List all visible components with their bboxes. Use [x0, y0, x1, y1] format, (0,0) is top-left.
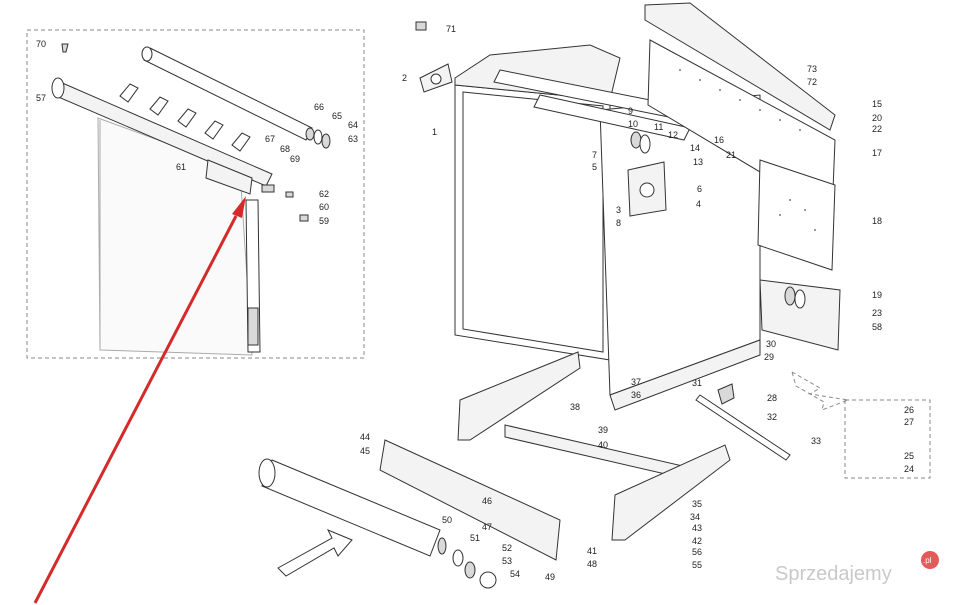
- callout-label-73: 73: [807, 64, 817, 74]
- callout-label-11: 11: [654, 122, 663, 132]
- callout-label-27: 27: [904, 417, 914, 427]
- callout-label-51: 51: [470, 533, 480, 543]
- callout-label-40: 40: [598, 440, 608, 450]
- callout-label-23: 23: [872, 308, 882, 318]
- callout-label-44: 44: [360, 432, 370, 442]
- callout-label-8: 8: [616, 218, 621, 228]
- callout-label-47: 47: [482, 522, 492, 532]
- callout-label-15: 15: [872, 99, 882, 109]
- callout-label-31: 31: [692, 378, 702, 388]
- watermark-text: Sprzedajemy: [775, 563, 892, 585]
- callout-label-13: 13: [693, 157, 703, 167]
- callout-label-20: 20: [872, 113, 882, 123]
- callout-label-1: 1: [432, 127, 437, 137]
- callout-label-62: 62: [319, 189, 329, 199]
- callout-label-4: 4: [696, 199, 701, 209]
- callout-label-41: 41: [587, 546, 597, 556]
- callout-label-3: 3: [616, 205, 621, 215]
- callout-label-16: 16: [714, 135, 724, 145]
- callout-label-49: 49: [545, 572, 555, 582]
- callout-label-58: 58: [872, 322, 882, 332]
- callout-label-28: 28: [767, 393, 777, 403]
- callout-label-19: 19: [872, 290, 882, 300]
- callout-label-22: 22: [872, 124, 882, 134]
- callout-label-34: 34: [690, 512, 700, 522]
- callout-label-54: 54: [510, 569, 520, 579]
- callout-label-63: 63: [348, 134, 358, 144]
- callout-label-57: 57: [36, 93, 46, 103]
- callout-label-24: 24: [904, 464, 914, 474]
- callout-label-5: 5: [592, 162, 597, 172]
- callout-label-55: 55: [692, 560, 702, 570]
- callout-label-2: 2: [402, 73, 407, 83]
- callout-label-66: 66: [314, 102, 324, 112]
- watermark-suffix: .pl: [923, 556, 932, 565]
- callout-label-52: 52: [502, 543, 512, 553]
- inset-detail: [26, 29, 365, 359]
- side-rails: [644, 2, 841, 351]
- callout-label-68: 68: [280, 144, 290, 154]
- callout-label-17: 17: [872, 148, 882, 158]
- callout-label-69: 69: [290, 154, 300, 164]
- callout-label-37: 37: [631, 377, 641, 387]
- callout-label-32: 32: [767, 412, 777, 422]
- red-arrow: [33, 196, 246, 604]
- callout-label-30: 30: [766, 339, 776, 349]
- callout-label-35: 35: [692, 499, 702, 509]
- callout-label-65: 65: [332, 111, 342, 121]
- callout-label-12: 12: [668, 130, 678, 140]
- callout-label-7: 7: [592, 150, 597, 160]
- callout-label-21: 21: [726, 150, 736, 160]
- callout-label-26: 26: [904, 405, 914, 415]
- callout-label-59: 59: [319, 216, 329, 226]
- callout-label-33: 33: [811, 436, 821, 446]
- callout-label-53: 53: [502, 556, 512, 566]
- callout-label-18: 18: [872, 216, 882, 226]
- callout-label-46: 46: [482, 496, 492, 506]
- callout-label-10: 10: [628, 119, 638, 129]
- callout-label-71: 71: [446, 24, 456, 34]
- callout-label-50: 50: [442, 515, 452, 525]
- callout-label-39: 39: [598, 425, 608, 435]
- lower-assembly: [258, 351, 931, 589]
- callout-label-61: 61: [176, 162, 186, 172]
- callout-label-14: 14: [690, 143, 700, 153]
- callout-label-48: 48: [587, 559, 597, 569]
- callout-label-56: 56: [692, 547, 702, 557]
- callout-label-45: 45: [360, 446, 370, 456]
- callout-label-6: 6: [697, 184, 702, 194]
- callout-label-9: 9: [628, 106, 633, 116]
- callout-label-25: 25: [904, 451, 914, 461]
- callout-label-38: 38: [570, 402, 580, 412]
- callout-label-67: 67: [265, 134, 275, 144]
- callout-label-70: 70: [36, 39, 46, 49]
- callout-label-42: 42: [692, 536, 702, 546]
- callout-label-29: 29: [764, 352, 774, 362]
- callout-label-64: 64: [348, 120, 358, 130]
- watermark: Sprzedajemy .pl: [775, 551, 939, 585]
- callout-label-72: 72: [807, 77, 817, 87]
- callout-label-43: 43: [692, 523, 702, 533]
- callout-label-60: 60: [319, 202, 329, 212]
- callout-label-36: 36: [631, 390, 641, 400]
